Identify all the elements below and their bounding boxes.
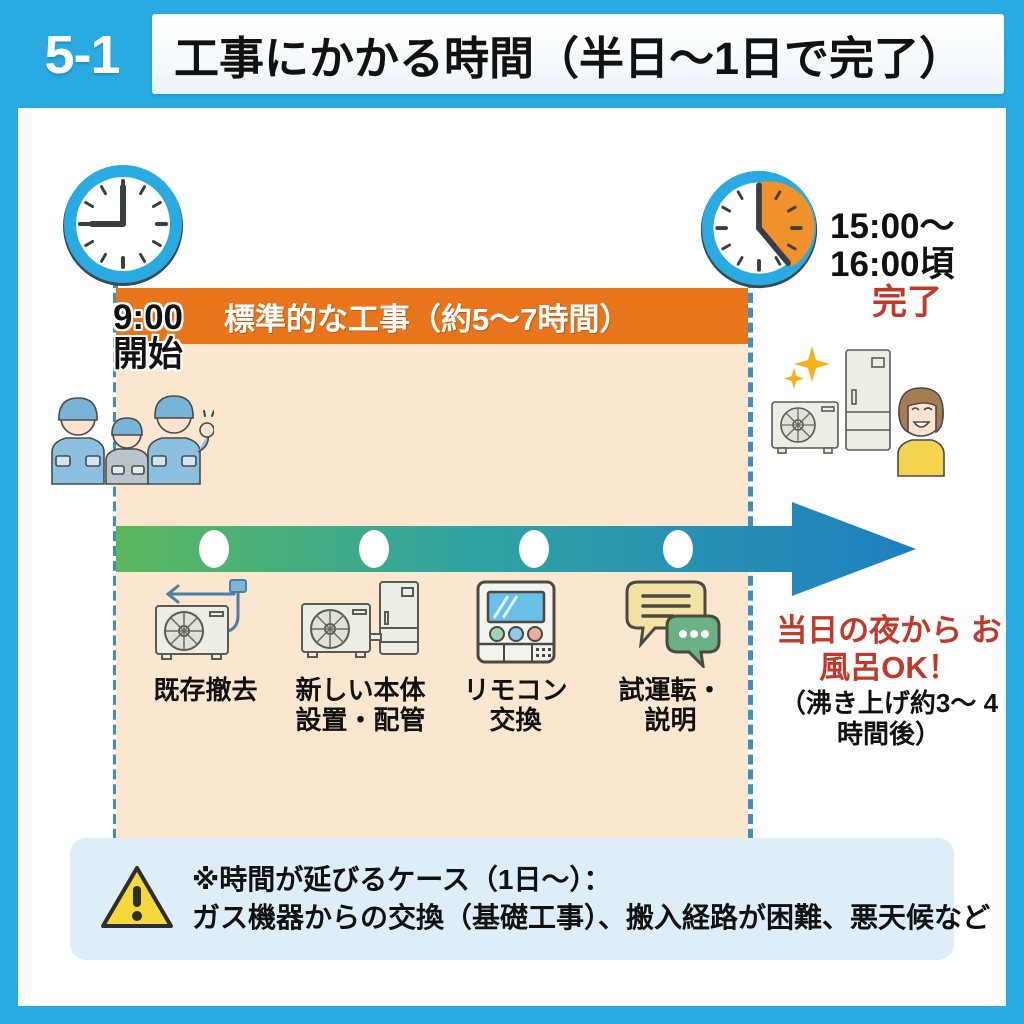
extended-time-note: ※時間が延びるケース（1日〜）： ガス機器からの交換（基礎工事）、搬入経路が困難… [70, 838, 990, 960]
extended-time-text: ※時間が延びるケース（1日〜）： ガス機器からの交換（基礎工事）、搬入経路が困難… [192, 861, 990, 937]
standard-work-label: 標準的な工事（約5〜7時間） [224, 301, 631, 337]
page-title: 工事にかかる時間（半日〜1日で完了） [174, 32, 965, 84]
clock-icon [700, 170, 818, 289]
step-item[interactable]: リモコン 交換 [441, 576, 591, 736]
standard-work-bar: 標準的な工事（約5〜7時間） [116, 288, 748, 344]
title-box: 工事にかかる時間（半日〜1日で完了） [152, 14, 1004, 94]
process-arrow-icon [116, 502, 916, 596]
start-time-block: 9:00 開始 [73, 298, 223, 374]
step-label: 新しい本体 設置・配管 [295, 675, 426, 735]
step-label: 試運転・ 説明 [618, 675, 723, 735]
end-time-block: 15:00〜 16:00頃 完了 [830, 208, 1010, 321]
sparkle-icon [784, 346, 830, 389]
content-card: 標準的な工事（約5〜7時間） [18, 108, 1006, 1006]
end-time-line1: 15:00〜 [830, 207, 955, 246]
warning-icon-wrap [100, 864, 174, 935]
bath-ready-note: 当日の夜から お風呂OK！ （沸き上げ約3〜 4時間後） [770, 613, 1008, 750]
bath-ready-subtext: （沸き上げ約3〜 4時間後） [779, 688, 999, 749]
heat-pump-and-tank-icon [300, 581, 419, 658]
bath-ready-headline: 当日の夜から お風呂OK！ [776, 613, 1002, 685]
step-item[interactable]: 新しい本体 設置・配管 [286, 576, 436, 736]
step-item[interactable]: 試運転・ 説明 [596, 576, 746, 736]
process-arrow [116, 500, 916, 603]
installed-result-art [766, 338, 946, 483]
installers-team [44, 376, 215, 491]
outdoor-unit-removal-icon [154, 579, 247, 660]
timeline-end-divider [748, 278, 753, 958]
steps-list: 既存撤去 [128, 576, 748, 806]
end-time-line2: 16:00頃 [830, 244, 955, 284]
warning-triangle-icon [101, 865, 173, 928]
step-icon-wrap [286, 576, 436, 668]
step-item[interactable]: 既存撤去 [131, 576, 281, 706]
installed-equipment-and-customer-icon [771, 346, 945, 477]
end-clock [696, 166, 822, 292]
timeline-start-divider [113, 278, 118, 958]
header: 5-1 工事にかかる時間（半日〜1日で完了） [0, 0, 1024, 104]
extended-time-line1: ※時間が延びるケース（1日〜）： [192, 864, 612, 896]
end-state-label: 完了 [871, 282, 942, 322]
step-icon-wrap [596, 576, 746, 668]
start-state-label: 開始 [112, 334, 183, 374]
start-time-label: 9:00 [112, 298, 184, 337]
step-icon-wrap [131, 576, 281, 668]
clock-icon [63, 165, 183, 286]
section-number-badge: 5-1 [44, 25, 120, 85]
remote-controller-icon [476, 580, 555, 664]
installers-team-icon [51, 395, 215, 485]
step-label: 既存撤去 [153, 675, 258, 705]
step-label: リモコン 交換 [463, 675, 568, 735]
speech-bubbles-icon [625, 580, 720, 668]
step-icon-wrap [441, 576, 591, 668]
start-clock [58, 160, 188, 290]
extended-time-line2: ガス機器からの交換（基礎工事）、搬入経路が困難、悪天候など [192, 902, 991, 933]
